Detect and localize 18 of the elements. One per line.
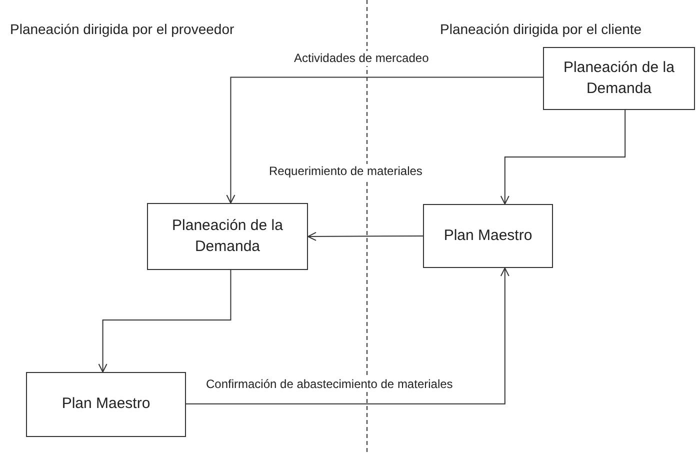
- arrow: [500, 110, 626, 204]
- arrow: [308, 232, 424, 241]
- process-box: [423, 204, 553, 268]
- arrow: [98, 270, 232, 372]
- section-heading: Planeación dirigida por el cliente: [440, 22, 642, 36]
- box-text: Planeación de la Demanda: [171, 216, 284, 256]
- process-box: [26, 372, 186, 437]
- box-text: Plan Maestro: [62, 394, 150, 414]
- section-heading: Planeación dirigida por el proveedor: [10, 22, 234, 36]
- process-box: [147, 203, 308, 270]
- edge-label: Actividades de mercadeo: [293, 51, 430, 66]
- arrow: [186, 268, 510, 404]
- box-text: Plan Maestro: [444, 226, 532, 246]
- edge-label: Confirmación de abastecimiento de materiales: [205, 377, 454, 392]
- edge-label: Requerimiento de materiales: [268, 164, 424, 179]
- process-box: [543, 47, 695, 110]
- box-text: Planeación de la Demanda: [562, 58, 676, 98]
- arrow: [226, 76, 544, 204]
